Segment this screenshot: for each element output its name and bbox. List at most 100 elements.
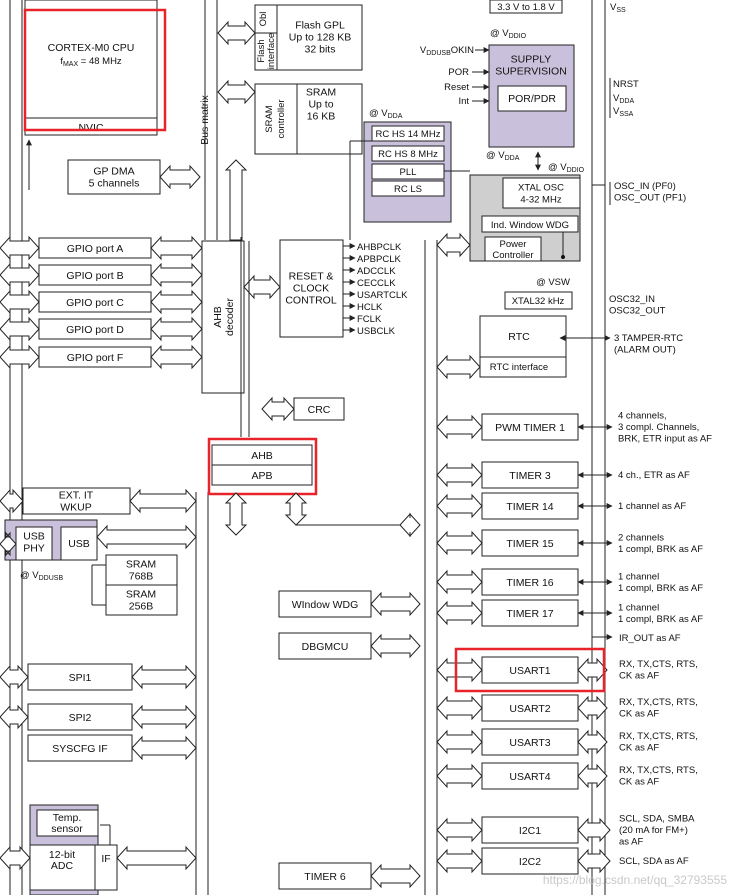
usart-desc-3-line-2: CK as AF [619,743,659,754]
timer-desc-1-line-2: 3 compl. Channels, [618,422,699,433]
reset-clock-text-line-1: RESET & [289,271,334,283]
iwdg-dot [561,255,565,259]
iwdg-block [481,215,579,233]
osc-label-3: PLL [400,167,417,178]
clk-label-8: USBCLK [357,326,396,337]
ahb-decoder-1: AHB [212,306,224,328]
adc-if-block [94,844,118,891]
timer-4 [481,529,579,557]
timer-label-1: PWM TIMER 1 [495,422,565,434]
mid-periph-2 [278,632,372,660]
clk-label-7: FCLK [357,314,382,325]
osc-label-2: RC HS 8 MHz [378,149,438,160]
timer-label-6: TIMER 17 [506,608,553,620]
left-periph-bus-arrow-2 [131,704,197,730]
timer-label-5: TIMER 16 [506,577,553,589]
sram-usb-2-text-line-2: 256B [129,601,154,613]
timer-desc-4-line-2: 1 compl, BRK as AF [618,544,703,555]
ahb-label: AHB [251,450,273,462]
xtal32-label: XTAL32 kHz [512,296,565,307]
reset-clock-text-line-2: CLOCK [293,283,329,295]
vss-label: VSS [610,2,626,14]
tamper-text-line-2: (ALARM OUT) [614,345,676,356]
left-periph-label-3: SYSCFG IF [52,743,107,755]
usb-phy-text-line-2: PHY [23,543,45,555]
rtc-block [479,315,567,378]
mid-periph-label-3: TIMER 6 [304,871,346,883]
voltage-reg-label: 3.3 V to 1.8 V [497,2,555,13]
usart-label-2: USART2 [509,703,550,715]
adc-pin-arrow [0,845,31,871]
mid-periph-1 [278,590,372,618]
left-periph-2 [27,703,133,731]
usart-desc-4-line-1: RX, TX,CTS, RTS, [619,765,698,776]
timer-bus-arrow-3 [436,493,483,519]
gpio-port-label-3: GPIO port C [66,297,124,309]
reset-clock-block [279,239,344,338]
vdda-bottom: @ VDDA [486,150,520,162]
por-pdr-label: POR/PDR [508,93,556,105]
usart-desc-2-line-1: RX, TX,CTS, RTS, [619,697,698,708]
i2c-label-2: I2C2 [519,856,541,868]
clk-label-4: CECCLK [357,278,396,289]
gpdma-text-line-2: 5 channels [89,178,140,190]
usart-label-1: USART1 [509,665,550,677]
sram-text-line-1: SRAM [306,87,336,99]
i2c-1 [481,816,579,844]
usart-pin-arrow-4 [577,763,608,789]
timer-label-4: TIMER 15 [506,538,553,550]
mid-periph-label-1: WIndow WDG [292,599,359,611]
osc-pins-line-2: OSC_OUT (PF1) [614,193,686,204]
usb-pin-arrow [0,531,17,557]
usart-4 [481,762,579,790]
adc-text-line-2: ADC [51,860,74,872]
left-periph-pin-arrow-1 [0,664,29,690]
i2c-desc-1-line-3: as AF [619,837,643,848]
tamper-text-line-1: 3 TAMPER-RTC [614,333,683,344]
xtal32-block [504,291,573,310]
gpio-bus-arrow-1 [150,235,203,261]
sram-usb-1 [105,554,178,586]
sram-usb-2-text-line-1: SRAM [126,589,156,601]
reset-clock-text-line-3: CONTROL [285,295,336,307]
usb-label: USB [68,538,90,550]
ext-it-pin-arrow [0,488,24,514]
supply-input-3: Int [458,96,469,107]
gpio-pin-arrow-1 [0,235,40,261]
xtal-osc-block [502,177,581,209]
usart-bus-arrow-1 [436,657,483,683]
left-periph-pin-arrow-2 [0,704,29,730]
osc32-pins-line-2: OSC32_OUT [609,306,666,317]
iwdg-label: Ind. Window WDG [491,220,569,231]
ext-it-text-line-2: WKUP [60,502,92,514]
rtc-label: RTC [508,331,530,343]
cpu-highlight [23,8,167,132]
i2c-pin-arrow-2 [577,848,611,874]
timer-2 [481,461,579,489]
vdd-top: @ VDDIO [490,28,527,40]
gpdma-bus-arrow [159,164,201,190]
gpio-pin-arrow-3 [0,289,40,315]
usart-desc-3-line-1: RX, TX,CTS, RTS, [619,731,698,742]
timer-desc-1-line-1: 4 channels, [618,411,667,422]
cpu-title: CORTEX-M0 CPU [48,42,135,54]
usart-pin-arrow-2 [577,695,608,721]
i2c-desc-1-line-2: (20 mA for FM+) [619,825,688,836]
power-ctrl-block [484,236,542,262]
left-periph-bus-arrow-1 [131,664,197,690]
i2c-label-1: I2C1 [519,825,541,837]
left-periph-label-1: SPI1 [69,672,92,684]
ir-out-label: IR_OUT as AF [619,633,681,644]
gpdma-text-line-1: GP DMA [93,166,134,178]
timer-desc-2-line-1: 4 ch., ETR as AF [618,470,690,481]
vdda-osc: @ VDDA [369,108,403,120]
flash-bus-arrow [217,20,256,46]
usart-bus-arrow-3 [436,729,483,755]
i2c-2 [481,847,579,875]
supply-title-line-1: SUPPLY [511,54,552,66]
timer-desc-5-line-2: 1 compl, BRK as AF [618,583,703,594]
sram-usb-1-text-line-2: 768B [129,571,154,583]
sram-usb-1-text-line-1: SRAM [126,559,156,571]
gpio-bus-arrow-3 [150,289,203,315]
usart-desc-1-line-2: CK as AF [619,671,659,682]
